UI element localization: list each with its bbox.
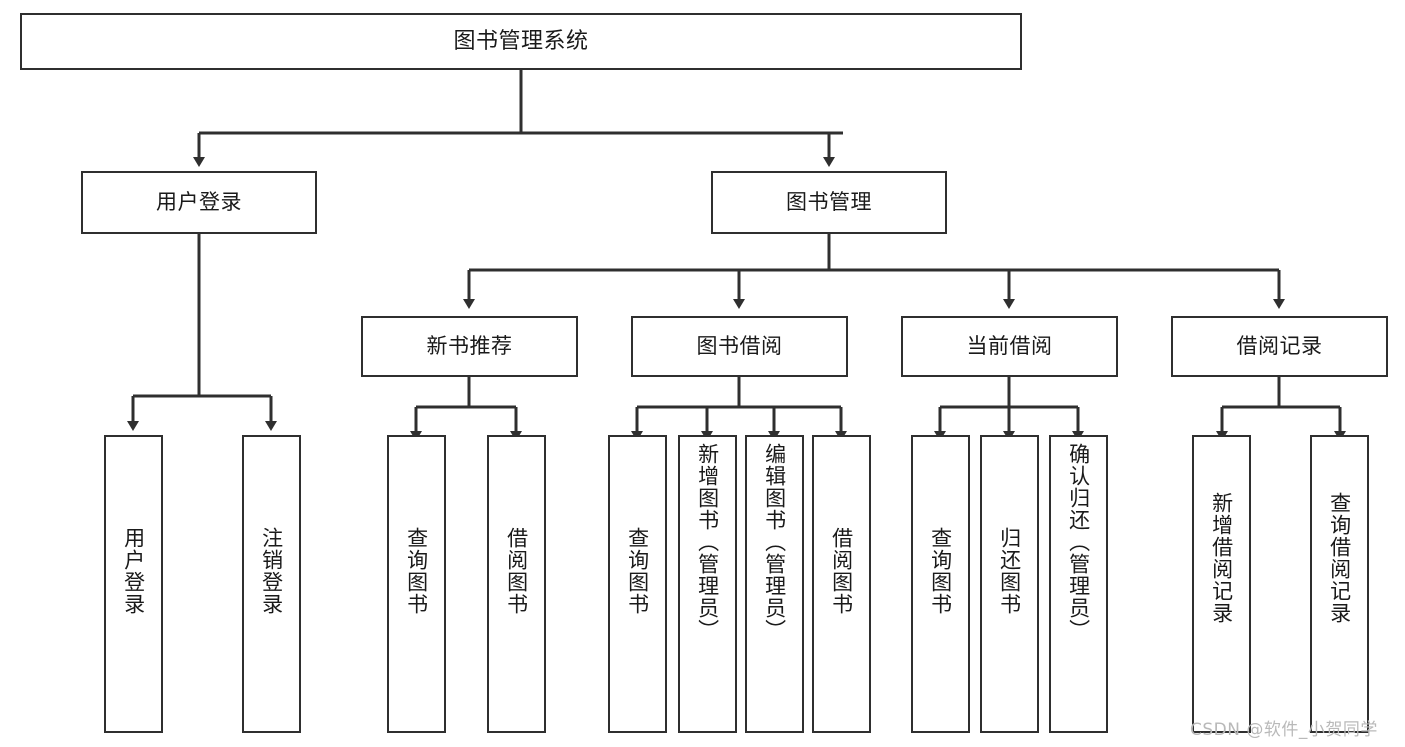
node-label: 当前借阅 [966,334,1053,359]
node-new-book-recommend[interactable]: 新书推荐 [361,316,578,377]
node-current-borrow[interactable]: 当前借阅 [901,316,1118,377]
node-root-system[interactable]: 图书管理系统 [20,13,1022,70]
node-label: 查询图书 [625,527,650,615]
leaf-query-book-recommend[interactable]: 查询图书 [387,435,446,733]
node-user-login[interactable]: 用户登录 [81,171,317,234]
leaf-query-book-current[interactable]: 查询图书 [911,435,970,733]
leaf-confirm-return-admin[interactable]: 确认归还（管理员） [1049,435,1108,733]
node-label: 编辑图书（管理员） [762,443,787,641]
node-label: 归还图书 [997,527,1022,615]
leaf-edit-book-admin[interactable]: 编辑图书（管理员） [745,435,804,733]
node-label: 查询图书 [404,527,429,615]
node-label: 查询借阅记录 [1327,492,1352,624]
node-label: 新增借阅记录 [1209,492,1234,624]
node-book-borrow[interactable]: 图书借阅 [631,316,848,377]
node-label: 图书借阅 [696,334,783,359]
node-label: 查询图书 [928,527,953,615]
node-book-management[interactable]: 图书管理 [711,171,947,234]
leaf-query-borrow-record[interactable]: 查询借阅记录 [1310,435,1369,733]
node-label: 借阅图书 [829,527,854,615]
leaf-borrow-book[interactable]: 借阅图书 [812,435,871,733]
node-label: 用户登录 [156,190,242,215]
leaf-add-book-admin[interactable]: 新增图书（管理员） [678,435,737,733]
node-label: 注销登录 [259,527,284,615]
leaf-query-book-borrow[interactable]: 查询图书 [608,435,667,733]
node-label: 图书管理系统 [453,28,589,54]
leaf-add-borrow-record[interactable]: 新增借阅记录 [1192,435,1251,733]
leaf-user-login[interactable]: 用户登录 [104,435,163,733]
node-label: 借阅图书 [504,527,529,615]
node-label: 图书管理 [786,190,872,215]
leaf-logout[interactable]: 注销登录 [242,435,301,733]
leaf-return-book[interactable]: 归还图书 [980,435,1039,733]
node-label: 借阅记录 [1236,334,1323,359]
node-label: 用户登录 [121,527,146,615]
csdn-watermark: CSDN @软件_小贺同学 [1190,720,1378,740]
node-label: 新书推荐 [426,334,513,359]
node-borrow-records[interactable]: 借阅记录 [1171,316,1388,377]
node-label: 确认归还（管理员） [1066,443,1091,641]
leaf-borrow-book-recommend[interactable]: 借阅图书 [487,435,546,733]
node-label: 新增图书（管理员） [695,443,720,641]
